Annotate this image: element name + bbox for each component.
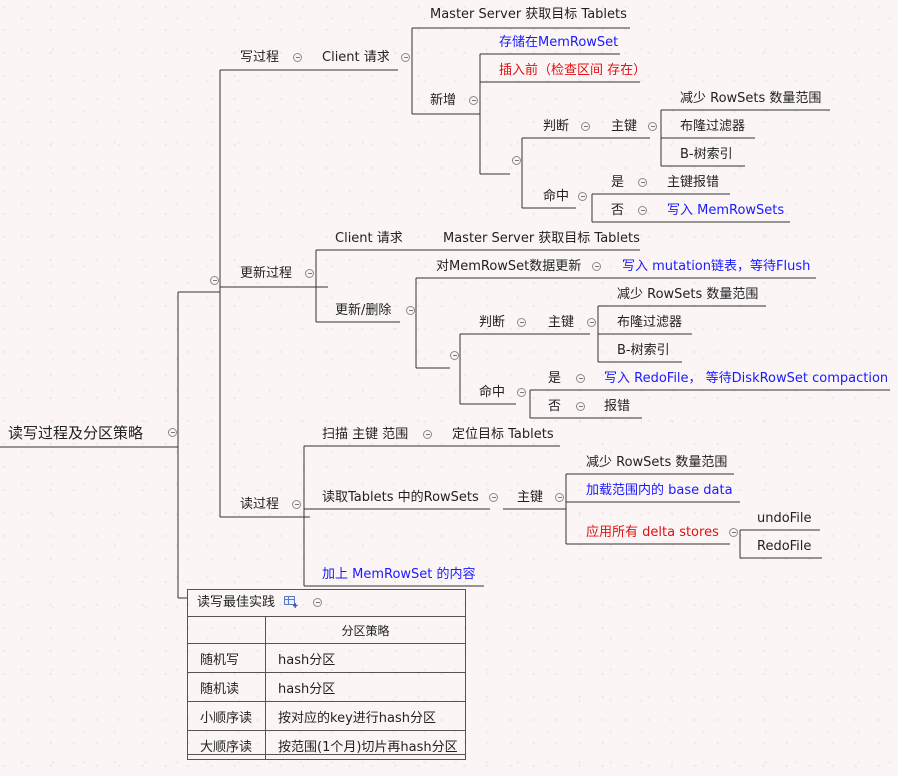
write-master-server[interactable]: Master Server 获取目标 Tablets bbox=[430, 7, 627, 22]
table-row: 随机写 hash分区 bbox=[187, 643, 466, 673]
update-primary-key[interactable]: 主键 bbox=[548, 315, 575, 330]
update-process-node[interactable]: 更新过程 bbox=[240, 266, 293, 281]
root-node[interactable]: 读写过程及分区策略 bbox=[8, 424, 144, 442]
update-hit-no[interactable]: 否 bbox=[548, 399, 562, 414]
update-hit-yes[interactable]: 是 bbox=[548, 371, 562, 386]
write-hit-no[interactable]: 否 bbox=[611, 203, 625, 218]
update-btree-index[interactable]: B-树索引 bbox=[617, 343, 670, 358]
collapse-icon[interactable] bbox=[576, 374, 585, 383]
write-reduce-rowsets[interactable]: 减少 RowSets 数量范围 bbox=[680, 91, 822, 106]
collapse-icon[interactable] bbox=[401, 53, 410, 62]
locate-tablets[interactable]: 定位目标 Tablets bbox=[452, 427, 554, 442]
collapse-icon[interactable] bbox=[210, 276, 219, 285]
table-header-empty bbox=[187, 616, 266, 644]
store-memrowset[interactable]: 存储在MemRowSet bbox=[499, 35, 619, 50]
update-bloom-filter[interactable]: 布隆过滤器 bbox=[617, 315, 683, 330]
collapse-icon[interactable] bbox=[292, 500, 301, 509]
collapse-icon[interactable] bbox=[512, 156, 521, 165]
read-primary-key[interactable]: 主键 bbox=[517, 490, 544, 505]
collapse-icon[interactable] bbox=[293, 53, 302, 62]
table-header-partition: 分区策略 bbox=[265, 616, 466, 644]
best-practice-table: 分区策略 随机写 hash分区 随机读 hash分区 小顺序读 按对应的key进… bbox=[187, 616, 466, 760]
table-row: 随机读 hash分区 bbox=[187, 672, 466, 702]
table-cell-scenario: 大顺序读 bbox=[187, 730, 266, 760]
collapse-icon[interactable] bbox=[406, 306, 415, 315]
add-memrowset-content[interactable]: 加上 MemRowSet 的内容 bbox=[322, 567, 476, 582]
write-memrowsets[interactable]: 写入 MemRowSets bbox=[667, 203, 785, 218]
collapse-icon[interactable] bbox=[592, 262, 601, 271]
redo-file[interactable]: RedoFile bbox=[757, 539, 812, 554]
mutation-list[interactable]: 写入 mutation链表，等待Flush bbox=[622, 259, 811, 274]
write-bloom-filter[interactable]: 布隆过滤器 bbox=[680, 119, 746, 134]
table-icon[interactable] bbox=[284, 596, 298, 608]
table-row: 小顺序读 按对应的key进行hash分区 bbox=[187, 701, 466, 731]
write-client-request[interactable]: Client 请求 bbox=[322, 50, 390, 65]
update-error[interactable]: 报错 bbox=[604, 399, 631, 414]
collapse-icon[interactable] bbox=[638, 206, 647, 215]
before-insert[interactable]: 插入前（检查区间 存在） bbox=[499, 63, 647, 78]
read-tablets-rowsets[interactable]: 读取Tablets 中的RowSets bbox=[322, 490, 479, 505]
update-hit[interactable]: 命中 bbox=[479, 385, 506, 400]
collapse-icon[interactable] bbox=[423, 430, 432, 439]
collapse-icon[interactable] bbox=[517, 388, 526, 397]
write-hit-yes[interactable]: 是 bbox=[611, 175, 625, 190]
write-process-node[interactable]: 写过程 bbox=[240, 50, 280, 65]
write-btree-index[interactable]: B-树索引 bbox=[680, 147, 733, 162]
write-primary-key[interactable]: 主键 bbox=[611, 119, 638, 134]
collapse-icon[interactable] bbox=[587, 318, 596, 327]
table-header-row: 分区策略 bbox=[187, 616, 466, 644]
undo-file[interactable]: undoFile bbox=[757, 511, 812, 526]
collapse-icon[interactable] bbox=[489, 493, 498, 502]
apply-delta-stores[interactable]: 应用所有 delta stores bbox=[586, 525, 719, 540]
table-cell-scenario: 小顺序读 bbox=[187, 701, 266, 731]
table-cell-strategy: hash分区 bbox=[265, 643, 466, 673]
load-base-data[interactable]: 加载范围内的 base data bbox=[586, 483, 733, 498]
collapse-icon[interactable] bbox=[729, 528, 738, 537]
table-row: 大顺序读 按范围(1个月)切片再hash分区 bbox=[187, 730, 466, 760]
update-judge[interactable]: 判断 bbox=[479, 315, 506, 330]
memrowset-update[interactable]: 对MemRowSet数据更新 bbox=[436, 259, 582, 274]
collapse-icon[interactable] bbox=[576, 402, 585, 411]
write-pk-error[interactable]: 主键报错 bbox=[667, 175, 720, 190]
table-cell-strategy: hash分区 bbox=[265, 672, 466, 702]
update-delete-node[interactable]: 更新/删除 bbox=[335, 303, 392, 318]
best-practice-title[interactable]: 读写最佳实践 bbox=[197, 595, 276, 610]
collapse-icon[interactable] bbox=[450, 351, 459, 360]
collapse-icon[interactable] bbox=[648, 122, 657, 131]
scan-pk-range[interactable]: 扫描 主键 范围 bbox=[322, 427, 409, 442]
read-reduce-rowsets[interactable]: 减少 RowSets 数量范围 bbox=[586, 455, 728, 470]
write-judge[interactable]: 判断 bbox=[543, 119, 570, 134]
write-add-node[interactable]: 新增 bbox=[430, 93, 457, 108]
redofile-compaction[interactable]: 写入 RedoFile， 等待DiskRowSet compaction bbox=[604, 371, 889, 386]
read-process-node[interactable]: 读过程 bbox=[240, 497, 280, 512]
table-cell-scenario: 随机写 bbox=[187, 643, 266, 673]
table-cell-strategy: 按范围(1个月)切片再hash分区 bbox=[265, 730, 466, 760]
collapse-icon[interactable] bbox=[517, 318, 526, 327]
update-reduce-rowsets[interactable]: 减少 RowSets 数量范围 bbox=[617, 287, 759, 302]
collapse-icon[interactable] bbox=[305, 269, 314, 278]
write-hit[interactable]: 命中 bbox=[543, 189, 570, 204]
collapse-icon[interactable] bbox=[581, 122, 590, 131]
collapse-icon[interactable] bbox=[168, 428, 177, 437]
collapse-icon[interactable] bbox=[578, 192, 587, 201]
table-cell-scenario: 随机读 bbox=[187, 672, 266, 702]
table-cell-strategy: 按对应的key进行hash分区 bbox=[265, 701, 466, 731]
collapse-icon[interactable] bbox=[469, 96, 478, 105]
update-master-server[interactable]: Master Server 获取目标 Tablets bbox=[443, 231, 640, 246]
collapse-icon[interactable] bbox=[313, 598, 322, 607]
collapse-icon[interactable] bbox=[638, 178, 647, 187]
update-client-request[interactable]: Client 请求 bbox=[335, 231, 403, 246]
collapse-icon[interactable] bbox=[555, 493, 564, 502]
